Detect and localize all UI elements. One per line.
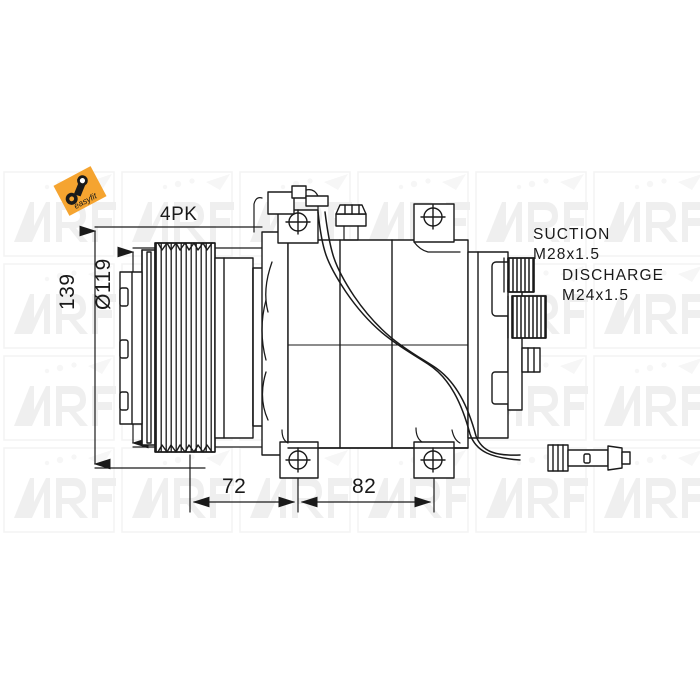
- control-valve: [253, 185, 367, 241]
- mounting-ear-top-right: [413, 203, 461, 253]
- dimension-pulley-diameter-label: Ø119: [92, 258, 115, 310]
- discharge-port: [507, 295, 547, 339]
- discharge-port-callout: DISCHARGE M24x1.5: [562, 266, 664, 306]
- mounting-ear-bottom-right: [413, 427, 461, 479]
- mounting-ear-top-left: [277, 209, 319, 244]
- belt-profile-label: 4PK: [160, 204, 198, 225]
- wiring-harness: [317, 211, 521, 461]
- mounting-lugs: [277, 203, 469, 479]
- mounting-ear-bottom-left: [279, 429, 319, 479]
- electrical-connector: [547, 444, 631, 472]
- pulley-clutch-assembly: [119, 242, 276, 453]
- rear-boss: [521, 347, 541, 373]
- suction-thread: M28x1.5: [533, 245, 601, 263]
- suction-title: SUCTION: [533, 226, 611, 243]
- suction-port: [503, 257, 535, 293]
- dimension-139-label: 139: [56, 273, 79, 310]
- easyfit-logo: easyfit: [52, 165, 108, 217]
- compressor-body: [261, 231, 523, 456]
- dimension-72-label: 72: [222, 475, 247, 498]
- suction-port-callout: SUCTION M28x1.5: [533, 225, 610, 265]
- discharge-thread: M24x1.5: [562, 286, 630, 304]
- dimension-82-label: 82: [352, 475, 377, 498]
- discharge-title: DISCHARGE: [562, 267, 665, 284]
- hex-bolt-head: [335, 204, 367, 241]
- easyfit-logo-svg: easyfit: [53, 166, 107, 216]
- dimension-139: [79, 225, 263, 470]
- wrench-icon: [65, 175, 88, 205]
